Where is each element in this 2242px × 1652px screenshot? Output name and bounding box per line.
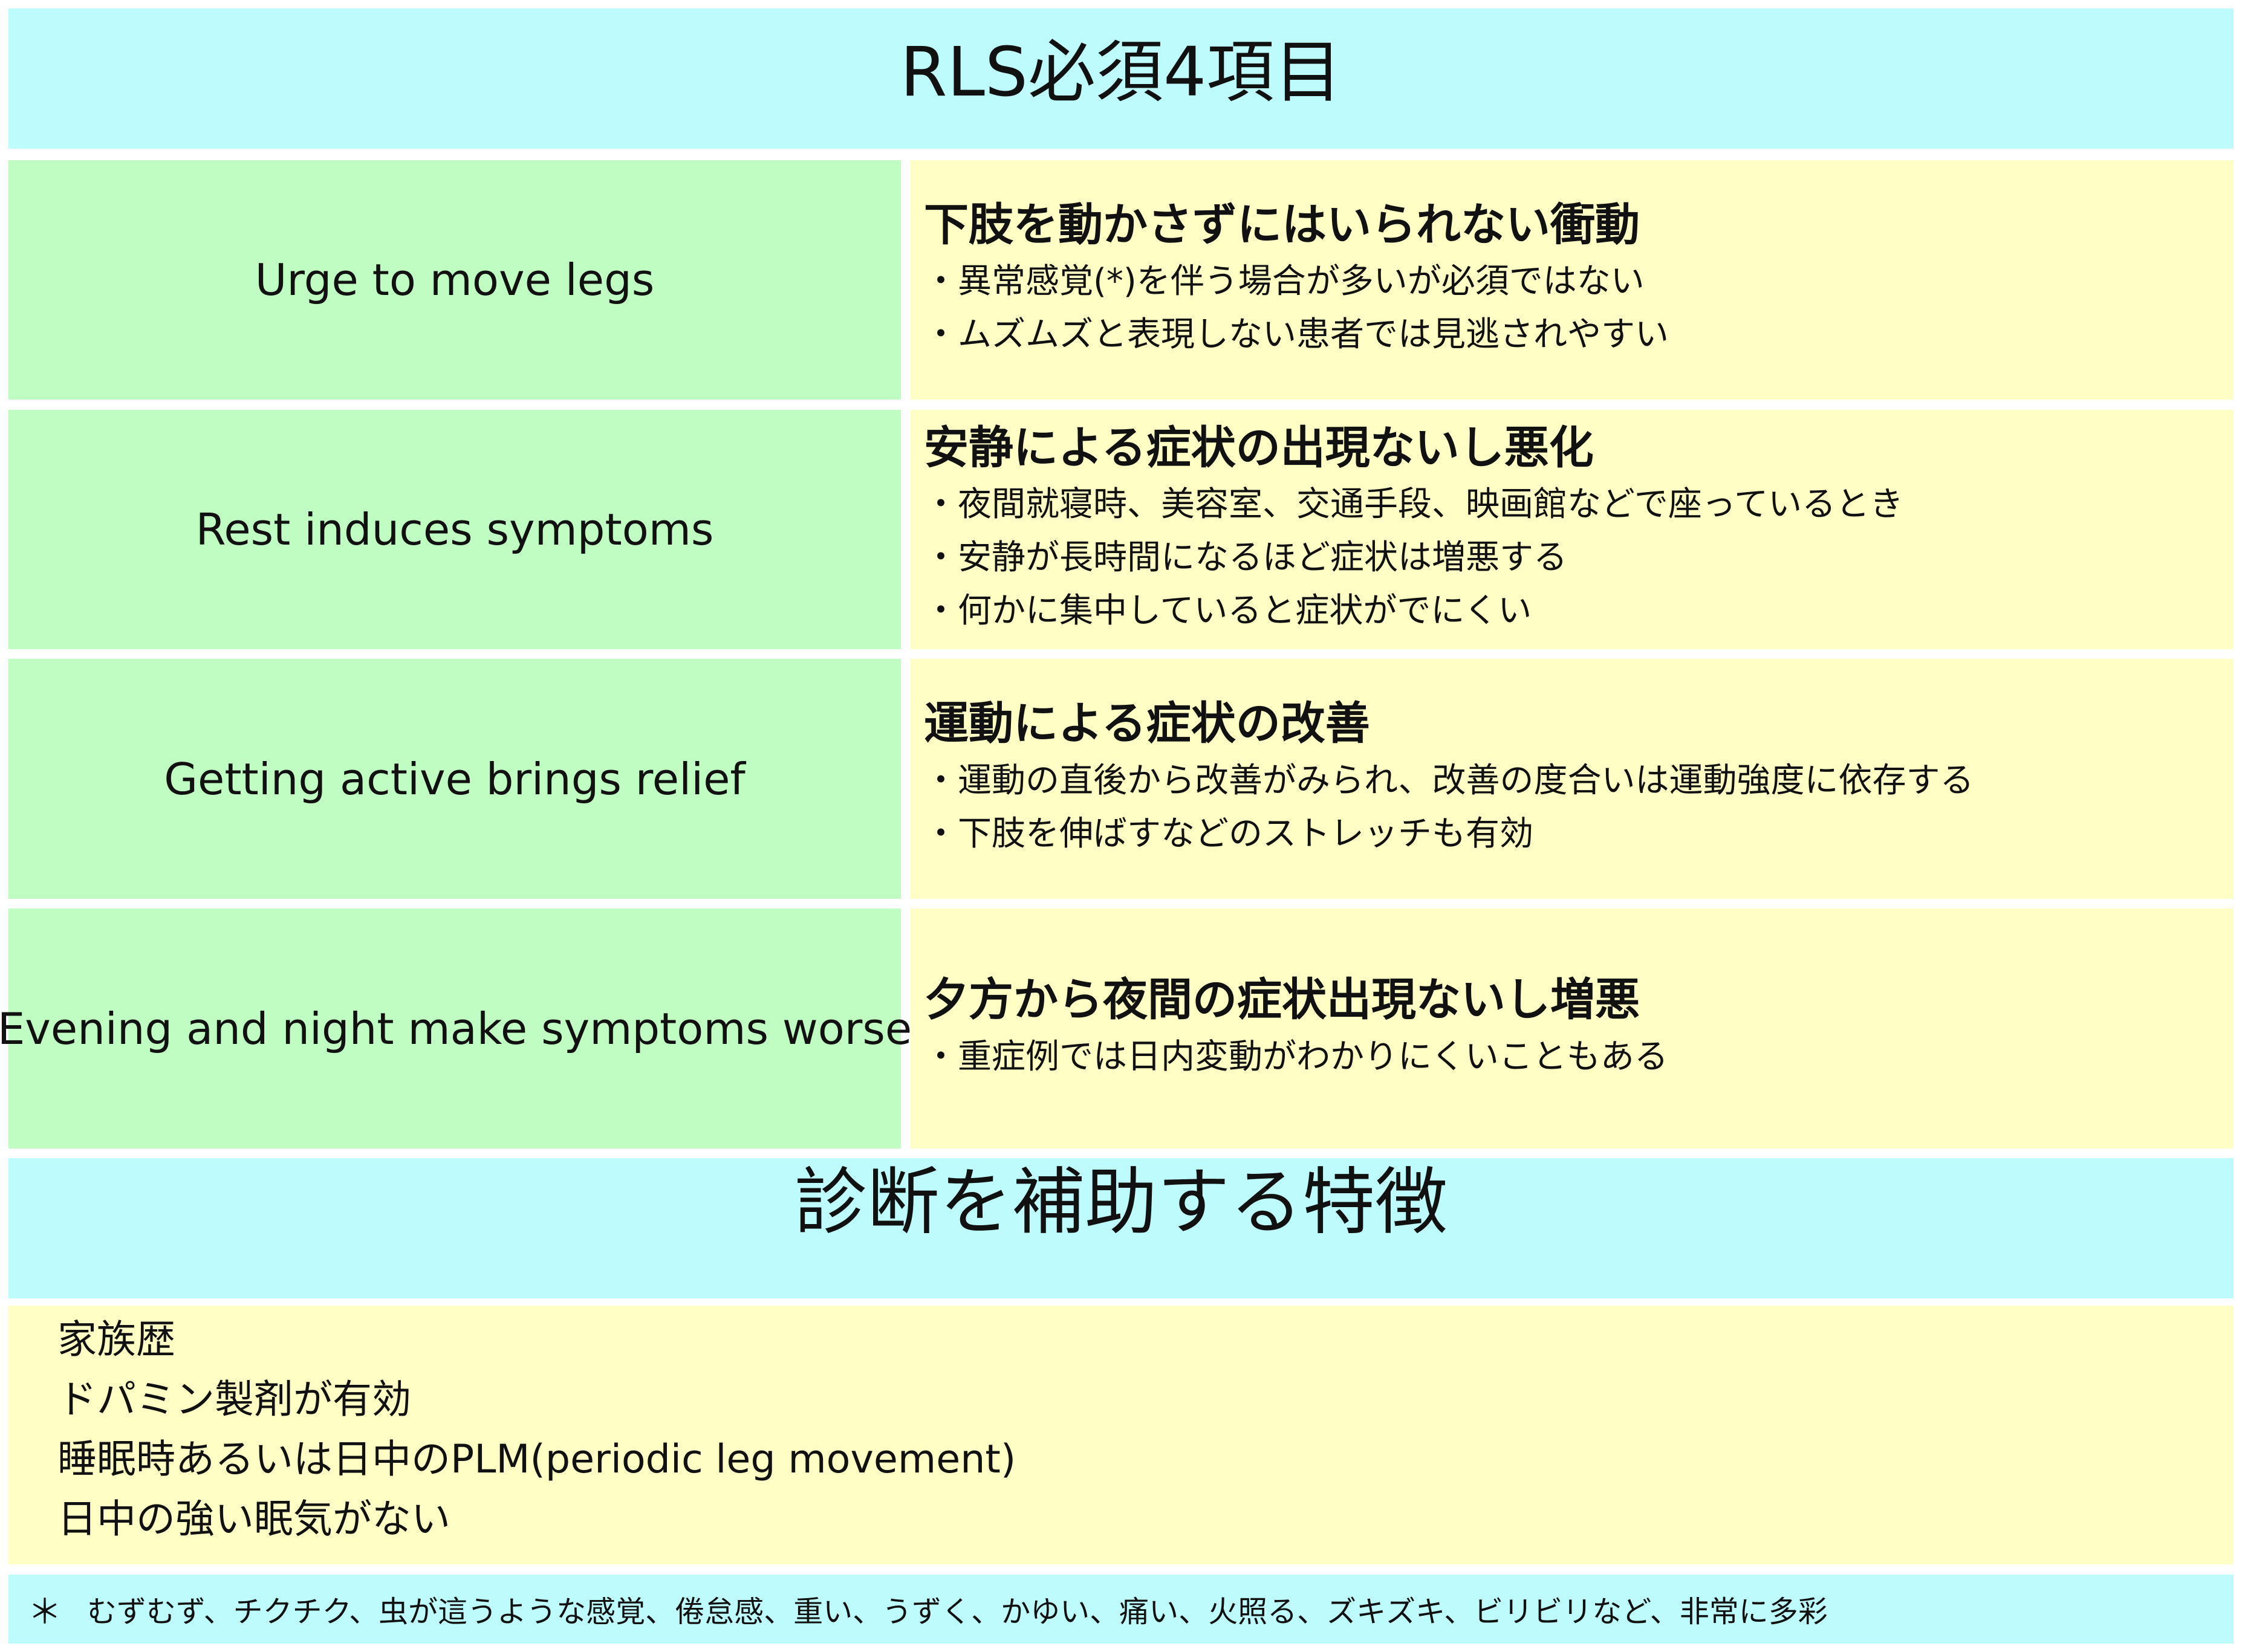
criterion-2-label: Rest induces symptoms: [8, 410, 901, 649]
criterion-2-bullets: ・夜間就寝時、美容室、交通手段、映画館などで座っているとき ・安静が長時間になる…: [924, 478, 2221, 638]
criterion-2-bullet-3: ・何かに集中していると症状がでにくい: [924, 591, 1532, 631]
criterion-2-label-text: Rest induces symptoms: [195, 504, 714, 555]
main-title-banner: RLS必須4項目: [8, 8, 2234, 149]
criterion-4-bullet-1: ・重症例では日内変動がわかりにくいこともある: [924, 1037, 1668, 1077]
supportive-title: 診断を補助する特徴: [794, 1161, 1448, 1245]
supportive-features-list: 家族歴 ドパミン製剤が有効 睡眠時あるいは日中のPLM(periodic leg…: [57, 1310, 1016, 1549]
criterion-1-label-text: Urge to move legs: [255, 254, 655, 305]
supportive-feature-1: 家族歴: [57, 1317, 176, 1362]
criterion-2-bullet-1: ・夜間就寝時、美容室、交通手段、映画館などで座っているとき: [924, 485, 1904, 525]
criterion-3-bullets: ・運動の直後から改善がみられ、改善の度合いは運動強度に依存する ・下肢を伸ばすな…: [924, 754, 2221, 861]
criterion-4-label: Evening and night make symptoms worse: [0, 909, 912, 1148]
criterion-4-heading: 夕方から夜間の症状出現ないし増悪: [924, 974, 1640, 1026]
criterion-4-bullets: ・重症例では日内変動がわかりにくいこともある: [924, 1031, 2221, 1084]
criterion-1-label: Urge to move legs: [8, 160, 901, 400]
criterion-1-heading: 下肢を動かさずにはいられない衝動: [924, 198, 1640, 251]
footnote-asterisk: ＊: [28, 1592, 62, 1632]
criterion-1-bullets: ・異常感覚(*)を伴う場合が多いが必須ではない ・ムズムズと表現しない患者では見…: [924, 255, 2221, 361]
criterion-1-bullet-2: ・ムズムズと表現しない患者では見逃されやすい: [924, 315, 1669, 355]
criterion-1-description: 下肢を動かさずにはいられない衝動 ・異常感覚(*)を伴う場合が多いが必須ではない…: [911, 160, 2234, 400]
criterion-2-description: 安静による症状の出現ないし悪化 ・夜間就寝時、美容室、交通手段、映画館などで座っ…: [911, 410, 2234, 649]
supportive-feature-2: ドパミン製剤が有効: [57, 1377, 412, 1422]
criterion-3-label-text: Getting active brings relief: [164, 753, 746, 805]
criterion-2-bullet-2: ・安静が長時間になるほど症状は増悪する: [924, 538, 1567, 578]
criterion-4-label-text: Evening and night make symptoms worse: [0, 1003, 912, 1054]
criterion-4-description: 夕方から夜間の症状出現ないし増悪 ・重症例では日内変動がわかりにくいこともある: [911, 909, 2234, 1148]
criterion-1-bullet-1: ・異常感覚(*)を伴う場合が多いが必須ではない: [924, 262, 1645, 302]
criterion-3-label: Getting active brings relief: [8, 659, 901, 899]
supportive-title-banner: [8, 1158, 2234, 1298]
criterion-3-bullet-1: ・運動の直後から改善がみられ、改善の度合いは運動強度に依存する: [924, 760, 1974, 800]
criterion-3-bullet-2: ・下肢を伸ばすなどのストレッチも有効: [924, 814, 1533, 854]
supportive-feature-4: 日中の強い眠気がない: [57, 1497, 451, 1542]
criterion-3-description: 運動による症状の改善 ・運動の直後から改善がみられ、改善の度合いは運動強度に依存…: [911, 659, 2234, 899]
footnote: ＊ むずむず、チクチク、虫が這うような感覚、倦怠感、重い、うずく、かゆい、痛い、…: [8, 1575, 2234, 1644]
supportive-features-panel: [8, 1306, 2234, 1564]
criterion-2-heading: 安静による症状の出現ないし悪化: [924, 421, 1594, 474]
main-title: RLS必須4項目: [900, 33, 1342, 112]
supportive-feature-3: 睡眠時あるいは日中のPLM(periodic leg movement): [57, 1437, 1016, 1482]
criterion-3-heading: 運動による症状の改善: [924, 698, 1370, 750]
footnote-text: むずむず、チクチク、虫が這うような感覚、倦怠感、重い、うずく、かゆい、痛い、火照…: [87, 1594, 1828, 1629]
